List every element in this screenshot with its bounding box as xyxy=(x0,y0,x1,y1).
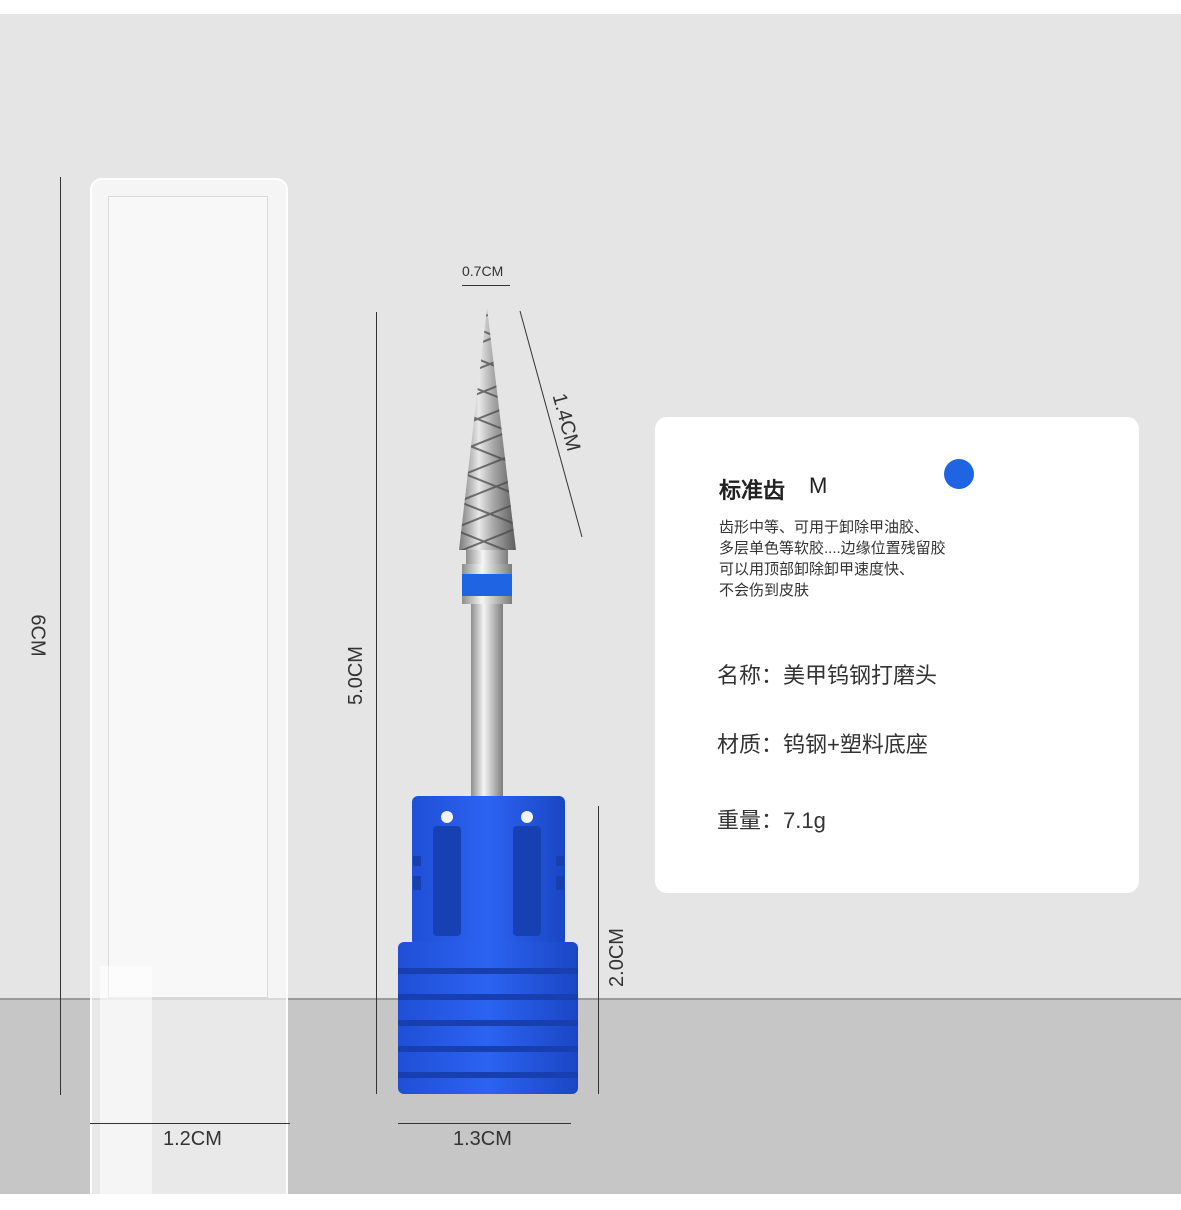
base-ribs xyxy=(398,942,578,1094)
base-height-line xyxy=(598,806,599,1094)
description-line: 齿形中等、可用于卸除甲油胶、 xyxy=(719,519,930,536)
tube-plug xyxy=(100,966,152,1194)
head-diameter-line xyxy=(462,285,510,286)
description-line: 可以用顶部卸除卸甲速度快、 xyxy=(719,561,915,578)
tube-width-label: 1.2CM xyxy=(163,1128,222,1150)
product-scene: 6CM 1.2CM 5.0CM 0.7CM 1.4CM 2.0CM 1.3CM xyxy=(0,14,1181,1194)
base-width-line xyxy=(398,1123,571,1124)
tube-height-line xyxy=(60,177,61,1095)
neck xyxy=(466,550,508,564)
shaft xyxy=(471,604,503,800)
grade-title: 标准齿 xyxy=(719,478,786,503)
spec-weight: 重量：7.1g xyxy=(717,808,826,833)
grade-color-dot xyxy=(944,459,974,489)
spec-material: 材质：钨钢+塑料底座 xyxy=(717,732,928,757)
acrylic-storage-tube xyxy=(90,178,288,1194)
base-width-label: 1.3CM xyxy=(453,1128,512,1150)
spec-name: 名称：美甲钨钢打磨头 xyxy=(717,663,938,688)
tube-inner-frame xyxy=(108,196,268,998)
description-line: 多层单色等软胶....边缘位置残留胶 xyxy=(719,540,946,557)
grade-description: 齿形中等、可用于卸除甲油胶、 多层单色等软胶....边缘位置残留胶 可以用顶部卸… xyxy=(719,517,946,601)
total-length-line xyxy=(376,312,377,1094)
grade-color-ring xyxy=(462,574,512,596)
head-diameter-label: 0.7CM xyxy=(462,263,504,279)
neck-lower xyxy=(462,564,512,574)
tube-width-line xyxy=(90,1123,290,1124)
grade-code: M xyxy=(809,473,828,498)
description-line: 不会伤到皮肤 xyxy=(719,582,810,599)
drill-bit xyxy=(398,308,578,1094)
product-info-card: 标准齿 M 齿形中等、可用于卸除甲油胶、 多层单色等软胶....边缘位置残留胶 … xyxy=(655,417,1139,893)
